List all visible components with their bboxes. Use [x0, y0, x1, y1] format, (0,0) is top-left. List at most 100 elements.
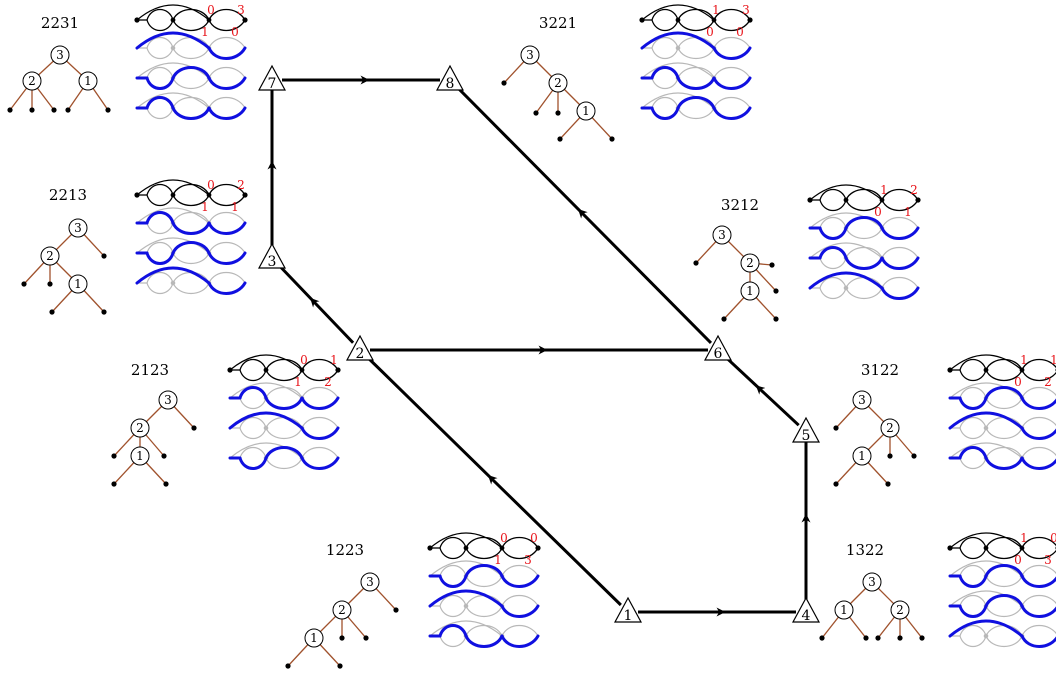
- tree-node-label: 2: [136, 421, 144, 435]
- tree-node-label: 1: [84, 74, 92, 88]
- highlight-path: [238, 456, 268, 470]
- arc: [959, 547, 987, 560]
- faded-arc: [985, 605, 1023, 618]
- tree-node-label: 3: [366, 575, 374, 589]
- tree-node-label: 1: [74, 277, 82, 291]
- arc-vertex: [983, 545, 989, 551]
- arc: [819, 188, 847, 201]
- arc: [146, 8, 174, 21]
- tree-node-label: 3: [164, 393, 172, 407]
- highlight-path: [958, 396, 988, 410]
- faded-vertex: [675, 45, 681, 51]
- arc: [239, 358, 267, 371]
- arc: [881, 188, 919, 201]
- faded-arc: [651, 96, 679, 109]
- highlight-path: [984, 386, 1024, 400]
- highlight-path: [1020, 604, 1056, 618]
- faded-arc: [881, 276, 919, 289]
- arc: [959, 536, 987, 549]
- tree-leaf: [833, 425, 839, 431]
- faded-arc: [985, 446, 1023, 459]
- highlight-path: [1020, 426, 1056, 440]
- tree-node-label: 3: [56, 48, 64, 62]
- arc: [429, 532, 503, 549]
- faded-arc: [1021, 624, 1056, 637]
- faded-arc: [845, 246, 883, 259]
- highlight-path: [145, 211, 175, 225]
- highlight-path: [676, 76, 716, 90]
- arc: [136, 4, 210, 21]
- faded-arc: [959, 624, 987, 637]
- graph-node-2: 2: [345, 334, 375, 362]
- arc-vertex: [1019, 367, 1025, 373]
- tree-node: [520, 45, 540, 65]
- faded-arc: [819, 257, 847, 270]
- highlight-path: [676, 96, 716, 110]
- arc-endpoint: [807, 197, 813, 203]
- faded-arc: [239, 416, 267, 429]
- bottom-marker: 1: [294, 375, 302, 389]
- tree-leaf: [721, 316, 727, 322]
- tree-leaf: [51, 107, 57, 113]
- arc-vertex: [170, 17, 176, 23]
- faded-arc: [172, 282, 210, 295]
- arc: [136, 179, 210, 196]
- tree-leaf: [111, 481, 117, 487]
- arc: [265, 369, 303, 382]
- highlight-path: [880, 226, 920, 240]
- arc-endpoint: [639, 17, 645, 23]
- faded-arc: [172, 47, 210, 60]
- top-marker: 3: [237, 3, 245, 17]
- node-triangle: [703, 334, 733, 361]
- arc-endpoint: [242, 192, 248, 198]
- tree-leaf: [49, 309, 55, 315]
- faded-arc: [881, 246, 919, 259]
- arc-vertex: [1019, 545, 1025, 551]
- faded-arc: [949, 560, 1023, 577]
- node-label: 3: [268, 254, 277, 270]
- arc-vertex: [711, 17, 717, 23]
- faded-arc: [959, 386, 987, 399]
- arc: [501, 536, 539, 549]
- arc-endpoint: [947, 367, 953, 373]
- arc-endpoint: [335, 367, 341, 373]
- arc-vertex: [206, 192, 212, 198]
- faded-arc: [301, 386, 339, 399]
- arc: [651, 19, 679, 32]
- faded-arc: [429, 620, 503, 637]
- faded-arc: [229, 382, 303, 399]
- highlight-path: [1020, 634, 1056, 648]
- faded-arc: [501, 594, 539, 607]
- tree-node: [740, 253, 760, 273]
- faded-arc: [949, 382, 1023, 399]
- arc: [949, 532, 1023, 549]
- bottom-marker: 0: [1014, 375, 1022, 389]
- arc-vertex: [879, 197, 885, 203]
- tree-leaf: [833, 481, 839, 487]
- arc: [208, 194, 246, 207]
- faded-arc: [819, 276, 847, 289]
- tree-leaf: [875, 635, 881, 641]
- faded-arc: [172, 96, 210, 109]
- highlight-path: [428, 589, 504, 608]
- highlight-path: [650, 106, 680, 120]
- bottom-marker: 0: [1014, 553, 1022, 567]
- faded-arc: [239, 446, 267, 459]
- highlight-path: [958, 604, 988, 618]
- highlight-path: [135, 266, 211, 285]
- faded-arc: [959, 635, 987, 648]
- arc: [985, 369, 1023, 382]
- tree-leaf: [29, 107, 35, 113]
- arc: [985, 358, 1023, 371]
- node-triangle: [257, 64, 287, 91]
- highlight-path: [818, 246, 848, 260]
- arc: [949, 354, 1023, 371]
- highlight-path: [948, 411, 1024, 430]
- tree-leaf: [111, 453, 117, 459]
- tree-leaf: [887, 453, 893, 459]
